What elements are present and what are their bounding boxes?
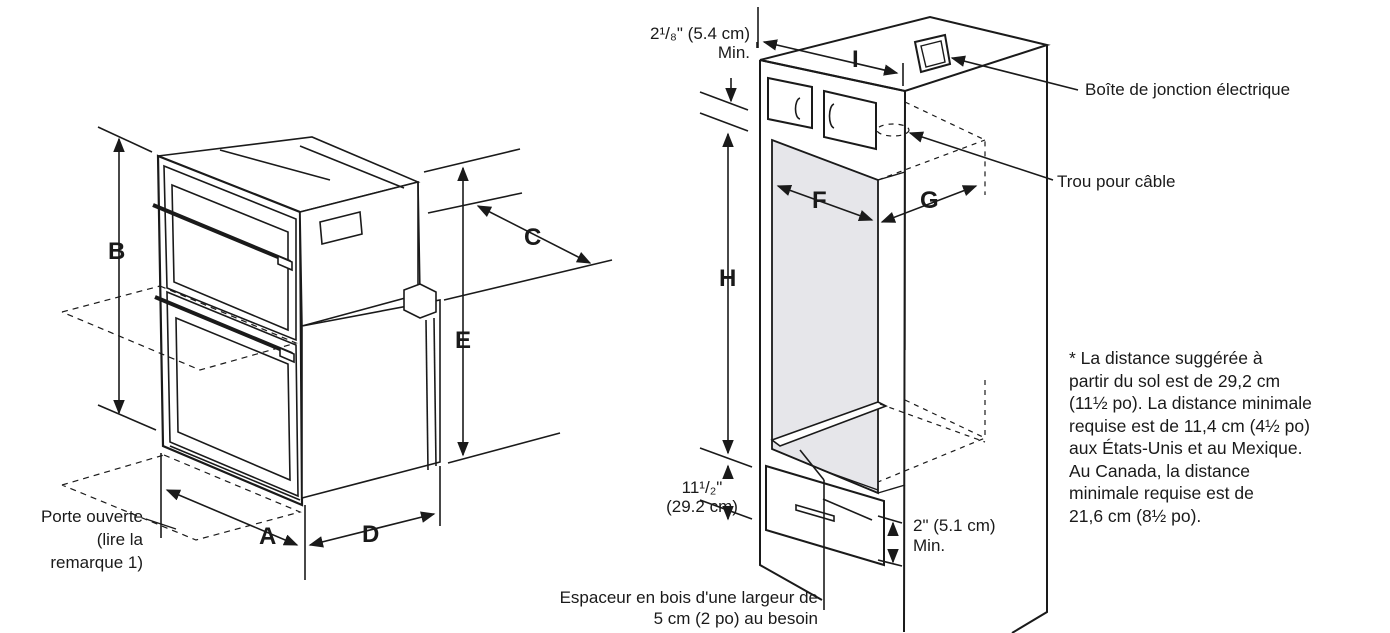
spacer-clearance-label-2: Min. <box>913 536 946 555</box>
oven-illustration <box>152 136 441 507</box>
cabinet-side <box>1011 45 1048 633</box>
dimension-letter-B: B <box>108 238 126 265</box>
leader-junction-box <box>950 55 1079 91</box>
dim-G-arrow <box>880 185 978 223</box>
cutout-inner-back <box>877 171 906 494</box>
note-line: (11½ po). La distance minimale <box>1069 393 1312 413</box>
note-line: requise est de 11,4 cm (4½ po) <box>1069 415 1310 436</box>
door-open-label-1: Porte ouverte <box>40 507 143 526</box>
drawer-handle <box>795 503 835 523</box>
top-clearance-label-1: 2¹/₈" (5.4 cm) <box>650 24 750 43</box>
dim-A-arrow <box>165 489 299 546</box>
leader-cable-hole <box>908 131 1054 181</box>
upper-door-handle <box>152 203 291 264</box>
dim-I-arrow <box>762 39 899 76</box>
cabinet-dimension-lines <box>699 7 1079 610</box>
cabinet-dashed-space <box>876 101 986 483</box>
dimension-letter-D: D <box>362 521 380 548</box>
top-clearance-label-2: Min. <box>717 43 750 62</box>
cable-hole-label: Trou pour câble <box>1057 172 1176 191</box>
spacer-clearance-label-1: 2" (5.1 cm) <box>913 516 996 535</box>
dimension-letter-I: I <box>852 46 859 73</box>
note-line: 21,6 cm (8½ po). <box>1069 505 1202 526</box>
spacer-strip <box>821 469 879 491</box>
floor-height-label-1: 11¹/₂" <box>681 478 723 497</box>
upper-door <box>163 164 297 342</box>
dimension-letter-E: E <box>455 327 472 354</box>
note-line: partir du sol est de 29,2 cm <box>1069 370 1281 391</box>
lower-door-window <box>175 316 291 482</box>
junction-box-icon <box>913 33 952 74</box>
junction-box-label: Boîte de jonction électrique <box>1085 80 1291 99</box>
oven-terminal-box <box>403 283 437 319</box>
wood-spacer-label-1: Espaceur en bois d'une largeur de <box>559 588 818 607</box>
junction-box-inner <box>920 40 946 68</box>
cabinet-illustration <box>759 15 1051 633</box>
note-line: Au Canada, la distance <box>1069 460 1250 481</box>
oven-side-bracket <box>319 210 363 246</box>
note-line: minimale requise est de <box>1069 483 1254 503</box>
oven-back-flange-2 <box>425 319 429 471</box>
oven-back-flange-3 <box>433 317 437 467</box>
dim-C-arrow <box>476 205 592 264</box>
upper-door-handle-end <box>277 254 293 272</box>
panel-handle-left <box>794 97 801 120</box>
door-open-label-3: remarque 1) <box>50 553 143 572</box>
oven-side-lower <box>301 299 441 500</box>
lower-door-handle-end <box>279 346 295 364</box>
cabinet-drawer <box>765 464 885 567</box>
cabinet-upper-panel-right <box>823 89 877 151</box>
clearance-note: * La distance suggérée à partir du sol e… <box>1069 347 1389 527</box>
dimension-letter-H: H <box>719 265 737 292</box>
floor-height-label-2: (29.2 cm) <box>666 497 738 516</box>
wood-spacer-label-2: 5 cm (2 po) au besoin <box>653 609 818 628</box>
dimension-letter-F: F <box>812 187 827 214</box>
cutout-ledge <box>770 401 888 447</box>
dimension-letter-G: G <box>920 187 939 214</box>
dimension-letter-C: C <box>524 224 542 251</box>
panel-handle-right <box>828 103 835 129</box>
door-open-label-2: (lire la <box>96 530 143 549</box>
upper-door-window <box>171 183 289 332</box>
dim-F-arrow <box>776 184 874 222</box>
note-line: aux États-Unis et au Mexique. <box>1069 438 1303 458</box>
dim-D-arrow <box>308 511 436 548</box>
note-line: * La distance suggérée à <box>1069 348 1263 368</box>
oven-top-ridge <box>219 145 405 189</box>
cabinet-upper-panel-left <box>767 76 813 130</box>
dimension-letter-A: A <box>259 523 277 550</box>
oven-dimension-lines <box>97 126 613 580</box>
lower-door-handle <box>154 295 293 356</box>
